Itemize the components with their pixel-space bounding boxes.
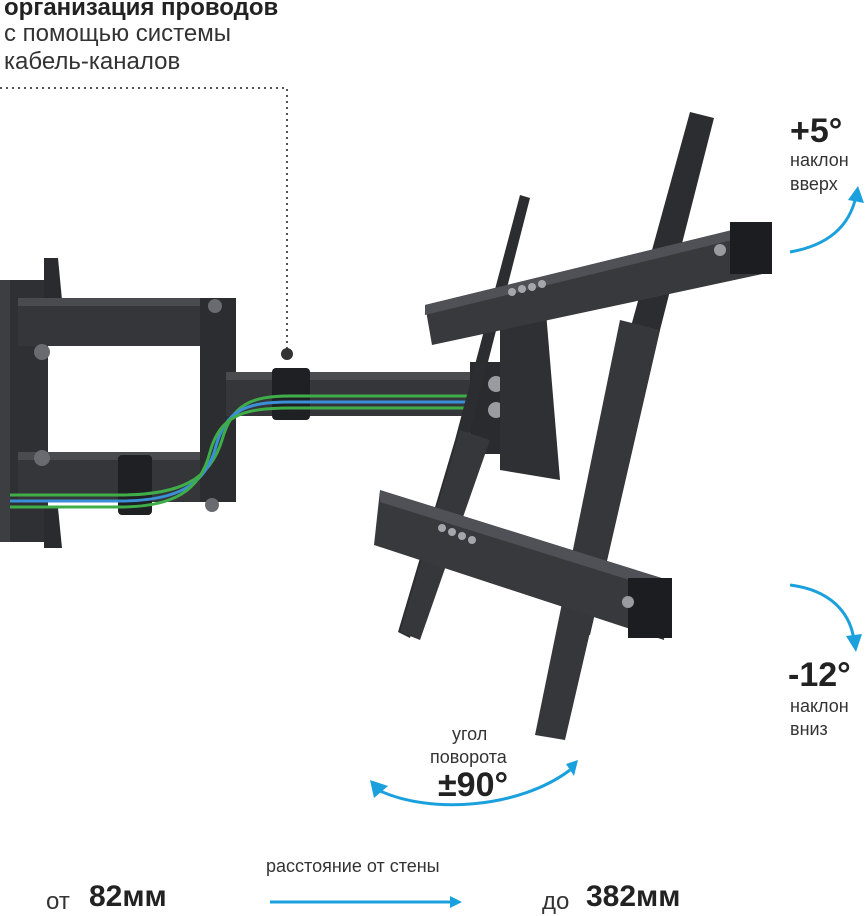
tilt-up-label-2: вверх <box>790 174 838 194</box>
distance-arrow-icon <box>270 896 462 908</box>
distance-to-prefix: до <box>542 888 570 915</box>
tilt-down-arrow-icon <box>789 583 862 652</box>
tilt-down-label-2: вниз <box>790 719 828 739</box>
tilt-down-value: -12° <box>788 656 851 694</box>
tilt-down-label-1: наклон <box>790 696 849 716</box>
cables <box>10 394 470 509</box>
callout-line-2: с помощью системы <box>4 20 232 47</box>
callout-line-3: кабель-каналов <box>4 48 181 75</box>
vertical-rails <box>398 112 714 740</box>
distance-to-value: 382мм <box>586 880 681 913</box>
distance-label: расстояние от стены <box>266 856 440 876</box>
distance-from-value: 82мм <box>89 880 167 913</box>
callout-leader-line <box>0 87 293 360</box>
swivel-label-1: угол <box>452 724 488 744</box>
wall-arm <box>18 298 236 515</box>
extension-arm <box>226 368 488 420</box>
swivel-label-2: поворота <box>430 747 507 767</box>
swivel-value: ±90° <box>438 766 509 804</box>
callout-title: организация проводов <box>4 0 279 21</box>
tilt-up-value: +5° <box>790 112 843 150</box>
swivel-arrow-icon <box>370 760 578 807</box>
distance-from-prefix: от <box>46 888 70 915</box>
tilt-up-label-1: наклон <box>790 150 849 170</box>
tilt-up-arrow-icon <box>789 186 864 254</box>
horizontal-bars <box>374 222 772 640</box>
